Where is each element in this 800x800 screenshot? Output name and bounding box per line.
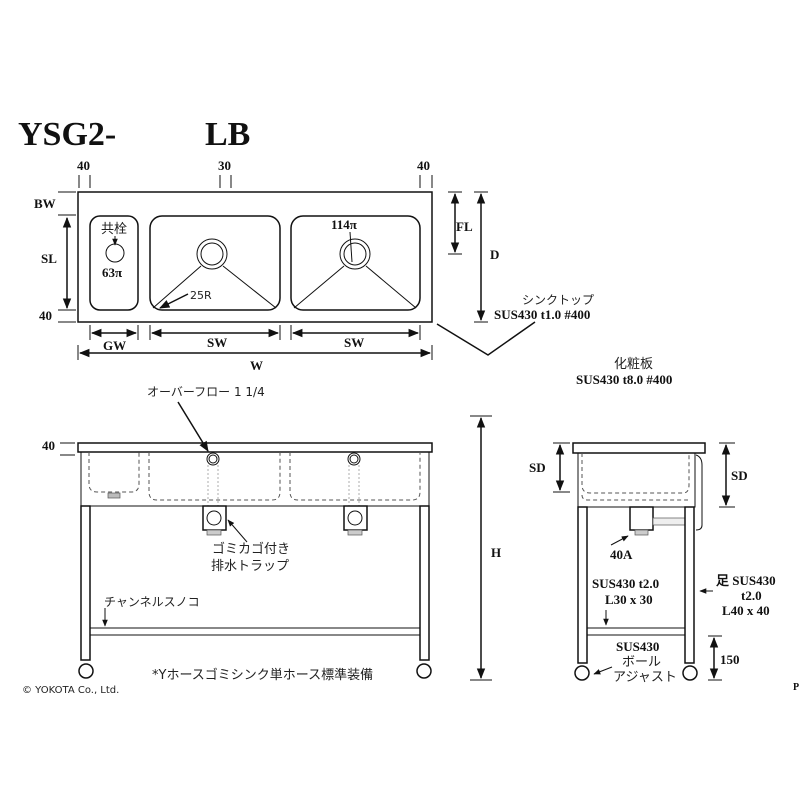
side-caster-left <box>574 665 590 681</box>
sink-top-outline <box>77 191 433 323</box>
front-shelf <box>89 627 421 636</box>
faucet-label: 共栓 <box>101 222 127 237</box>
side-body <box>577 452 696 508</box>
faucet-hole-size: 63π <box>102 265 122 280</box>
copyright: © YOKOTA Co., Ltd. <box>22 685 119 696</box>
sinktop-label: シンクトップ <box>522 293 594 307</box>
side-leg-left <box>577 506 588 664</box>
trap-label-2: 排水トラップ <box>211 559 289 574</box>
label-d: D <box>490 247 499 262</box>
dim-front: 40 <box>39 308 52 323</box>
adjuster-1: SUS430 <box>616 639 659 654</box>
faucet-basin <box>89 215 139 311</box>
leg-spec-2: t2.0 <box>741 588 762 603</box>
sd-right: SD <box>731 468 748 483</box>
side-caster-right <box>682 665 698 681</box>
caster-left <box>78 663 94 679</box>
top-view: 40 30 40 BW SL 40 共栓 63π 114π 25R GW SW … <box>34 158 499 373</box>
model-prefix: YSG2- <box>18 116 116 153</box>
label-sw-2: SW <box>344 335 364 350</box>
hose-note: *Yホースゴミシンク単ホース標準装備 <box>152 667 373 683</box>
sink-basin-1 <box>149 215 281 311</box>
panel-label: 化粧板 <box>614 357 653 372</box>
adjuster-2: ボール <box>622 655 661 670</box>
leg-spec-3: L40 x 40 <box>722 603 770 618</box>
shelf-label: チャンネルスノコ <box>104 595 200 609</box>
label-gw: GW <box>103 338 126 353</box>
side-shelf <box>586 627 686 636</box>
top-thickness: 40 <box>42 438 55 453</box>
leader-line <box>436 321 536 356</box>
side-view: SD SD 40A SUS430 t2.0 L30 x 30 足 SUS430 … <box>529 442 776 685</box>
front-leg-right <box>419 505 430 661</box>
dim-left-margin: 40 <box>77 158 90 173</box>
sink-basin-2 <box>290 215 421 311</box>
front-countertop <box>77 442 433 453</box>
corner-radius: 25R <box>190 289 212 302</box>
drain-2 <box>339 238 371 270</box>
model-suffix: LB <box>205 116 250 153</box>
sinktop-spec: SUS430 t1.0 #400 <box>494 307 590 322</box>
trap-1 <box>202 505 227 531</box>
front-body <box>80 451 430 507</box>
overflow-1 <box>206 452 220 466</box>
front-leg-left <box>80 505 91 661</box>
panel-spec: SUS430 t8.0 #400 <box>576 372 672 387</box>
side-countertop <box>572 442 706 454</box>
dim-right-margin: 40 <box>417 158 430 173</box>
front-view: 40 オーバーフロー 1 1/4 ゴミカゴ付き 排水トラップ チャンネルスノコ … <box>42 385 501 683</box>
sd-left: SD <box>529 460 546 475</box>
side-trap <box>629 506 654 531</box>
trap-label-1: ゴミカゴ付き <box>212 541 290 557</box>
drain-1 <box>196 238 228 270</box>
label-fl: FL <box>456 219 473 234</box>
drain-spec: 40A <box>610 547 633 562</box>
label-sw-1: SW <box>207 335 227 350</box>
dim-divider: 30 <box>218 158 231 173</box>
shelf-spec-1: SUS430 t2.0 <box>592 576 659 591</box>
page-number: P <box>793 682 799 693</box>
caster-right <box>416 663 432 679</box>
label-h: H <box>491 545 501 560</box>
label-sl: SL <box>41 251 57 266</box>
label-w: W <box>250 358 263 373</box>
leg-spec-1: 足 SUS430 <box>716 573 776 588</box>
shelf-spec-2: L30 x 30 <box>605 592 653 607</box>
trap-2 <box>343 505 368 531</box>
shelf-height: 150 <box>720 652 740 667</box>
adjuster-3: アジャスト <box>613 670 677 685</box>
label-bw: BW <box>34 196 56 211</box>
side-leg-right <box>684 506 695 664</box>
overflow-label: オーバーフロー 1 1/4 <box>147 385 265 399</box>
overflow-2 <box>347 452 361 466</box>
drain-size: 114π <box>331 217 357 232</box>
faucet-hole <box>105 243 125 263</box>
